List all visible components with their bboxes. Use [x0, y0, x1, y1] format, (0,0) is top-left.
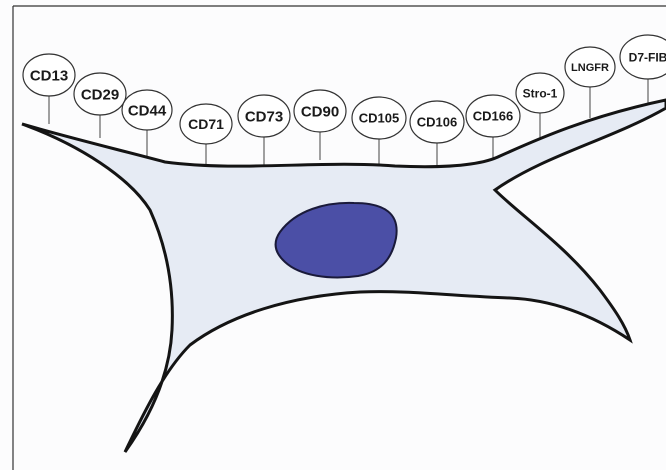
marker-d7-fib: D7-FIB [620, 35, 666, 79]
marker-label: CD106 [417, 115, 457, 130]
marker-label: D7-FIB [629, 50, 666, 64]
marker-cd44: CD44 [122, 90, 172, 130]
marker-cd90: CD90 [294, 90, 346, 132]
marker-label: CD90 [301, 103, 339, 120]
marker-cd29: CD29 [74, 73, 126, 115]
marker-label: CD166 [473, 109, 513, 124]
marker-label: CD73 [245, 108, 283, 125]
marker-lngfr: LNGFR [565, 47, 615, 87]
marker-label: CD71 [188, 116, 224, 132]
marker-cd106: CD106 [410, 101, 464, 143]
marker-stro-1: Stro-1 [516, 73, 564, 113]
marker-label: CD13 [30, 67, 68, 84]
marker-cd13: CD13 [23, 54, 75, 96]
marker-cd166: CD166 [466, 95, 520, 137]
marker-cd105: CD105 [352, 97, 406, 139]
marker-label: CD105 [359, 111, 399, 126]
marker-label: CD44 [128, 102, 167, 119]
marker-label: Stro-1 [523, 86, 558, 100]
marker-label: LNGFR [571, 62, 609, 74]
marker-label: CD29 [81, 86, 119, 103]
marker-cd73: CD73 [238, 95, 290, 137]
marker-cd71: CD71 [180, 104, 232, 144]
